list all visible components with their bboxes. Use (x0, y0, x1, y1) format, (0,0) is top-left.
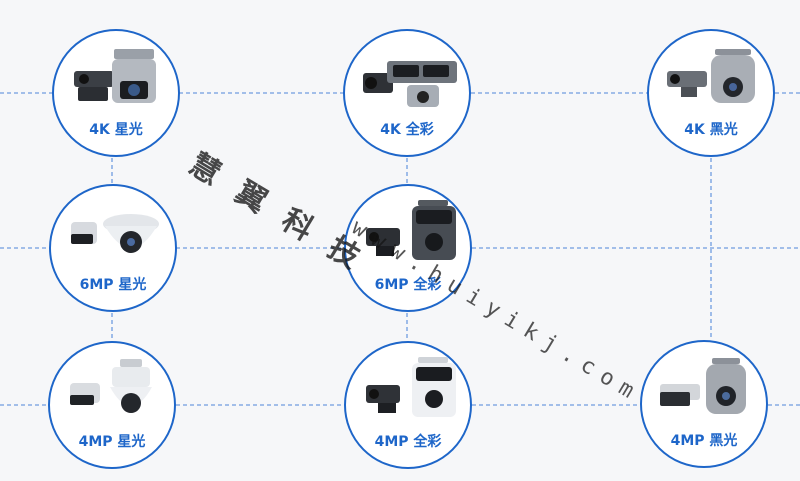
node-label: 4K 全彩 (380, 122, 434, 138)
bullet-and-speed-dome-camera-icon (70, 359, 152, 413)
product-node-6mp-starlight: 6MP 星光 (49, 184, 177, 312)
bullet-and-dual-ptz-camera-icon (366, 357, 456, 417)
bullet-and-ptz-camera-icon (660, 358, 746, 414)
product-node-4k-starlight: 4K 星光 (52, 29, 180, 157)
node-label: 4MP 全彩 (374, 434, 442, 450)
bullet-and-ptz-camera-icon (667, 49, 755, 103)
product-node-4mp-blacklight: 4MP 黑光 (640, 340, 768, 468)
dual-lens-box-camera-icon (363, 61, 457, 107)
bullet-and-dome-camera-icon (71, 214, 159, 253)
node-label: 6MP 星光 (79, 277, 147, 293)
node-label: 4K 星光 (89, 122, 143, 138)
product-node-6mp-fullcolor: 6MP 全彩 (344, 184, 472, 312)
product-node-4mp-starlight: 4MP 星光 (48, 341, 176, 469)
node-label: 4MP 星光 (78, 434, 146, 450)
product-node-4k-fullcolor: 4K 全彩 (343, 29, 471, 157)
node-label: 6MP 全彩 (374, 277, 442, 293)
product-node-4mp-fullcolor: 4MP 全彩 (344, 341, 472, 469)
bullet-and-ptz-camera-icon (74, 49, 156, 103)
node-label: 4K 黑光 (684, 122, 738, 138)
product-node-4k-blacklight: 4K 黑光 (647, 29, 775, 157)
node-label: 4MP 黑光 (670, 433, 738, 449)
bullet-and-dual-ptz-camera-icon (366, 200, 456, 260)
